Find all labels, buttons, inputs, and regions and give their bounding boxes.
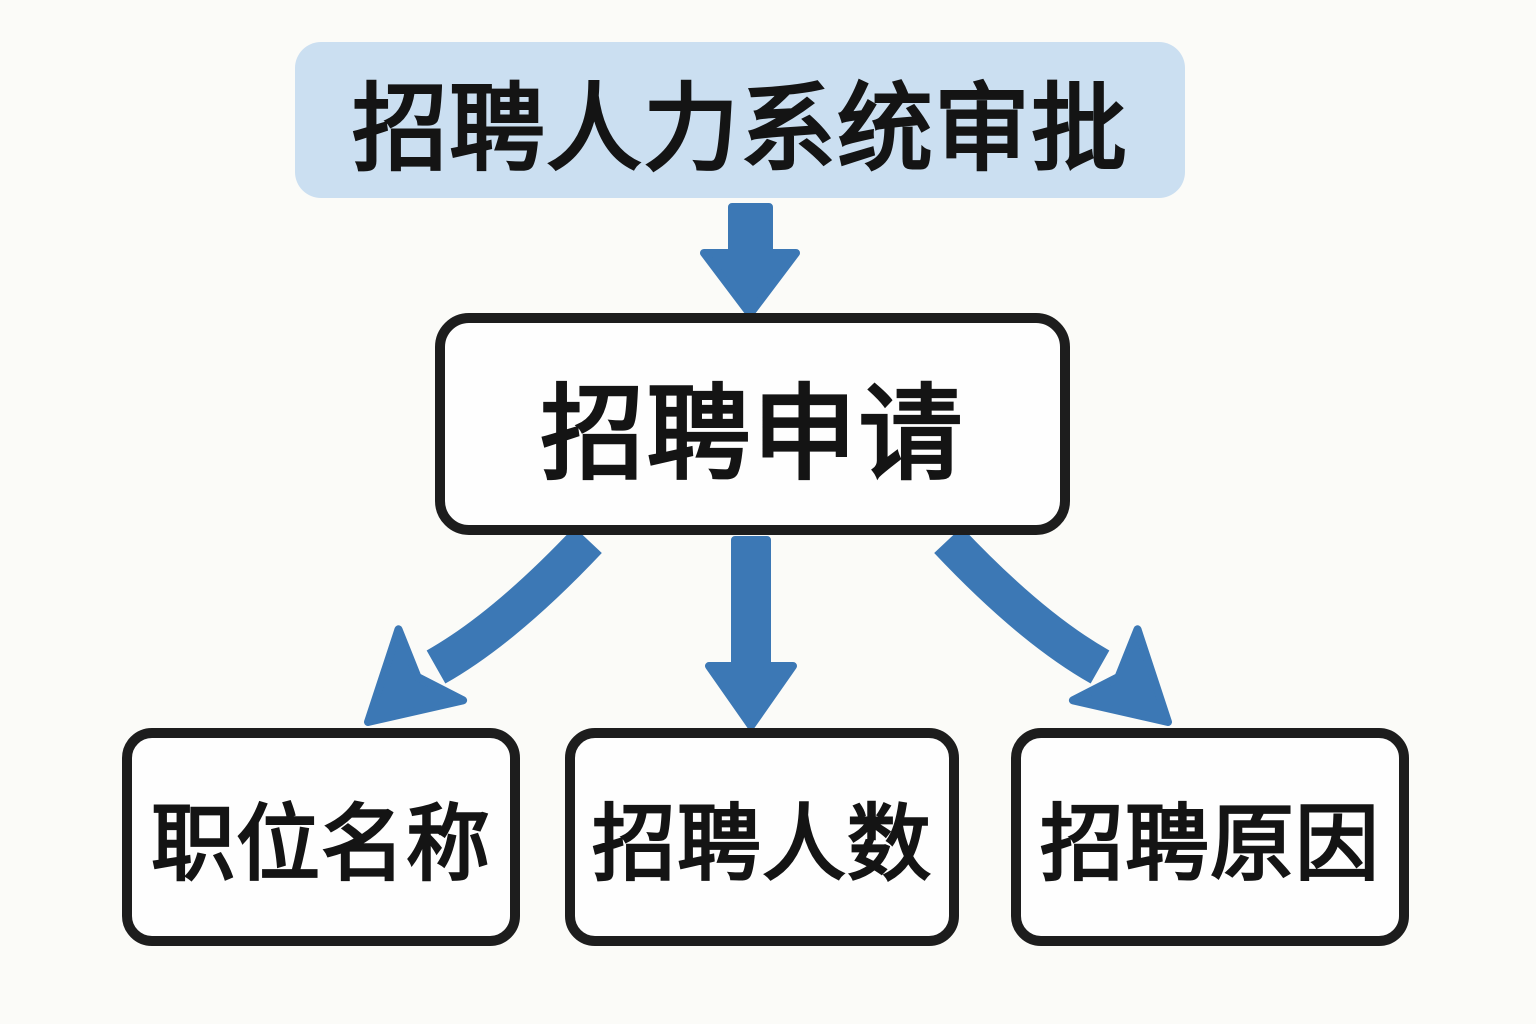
node-top-label: 招聘人力系统审批 — [352, 72, 1128, 185]
arrow-down-root-to-middle-icon — [705, 536, 797, 730]
arrow-down-top-to-root-icon — [700, 203, 800, 318]
arrow-curve-root-to-right-shaft-icon — [934, 526, 1110, 684]
node-recruitment-headcount: 招聘人数 — [565, 728, 959, 946]
arrow-curve-root-to-left-head-icon — [364, 625, 468, 726]
node-recruitment-reason: 招聘原因 — [1011, 728, 1409, 946]
node-child-left-label: 职位名称 — [150, 794, 491, 893]
node-child-mid-label: 招聘人数 — [591, 794, 932, 893]
node-position-name: 职位名称 — [122, 728, 520, 946]
node-recruitment-application: 招聘申请 — [435, 313, 1070, 535]
node-child-right-label: 招聘原因 — [1039, 794, 1380, 893]
arrow-curve-root-to-left-shaft-icon — [426, 526, 602, 684]
node-recruitment-hr-system-approval: 招聘人力系统审批 — [295, 42, 1185, 198]
arrow-curve-root-to-right-head-icon — [1068, 625, 1172, 726]
node-root-label: 招聘申请 — [540, 372, 965, 495]
